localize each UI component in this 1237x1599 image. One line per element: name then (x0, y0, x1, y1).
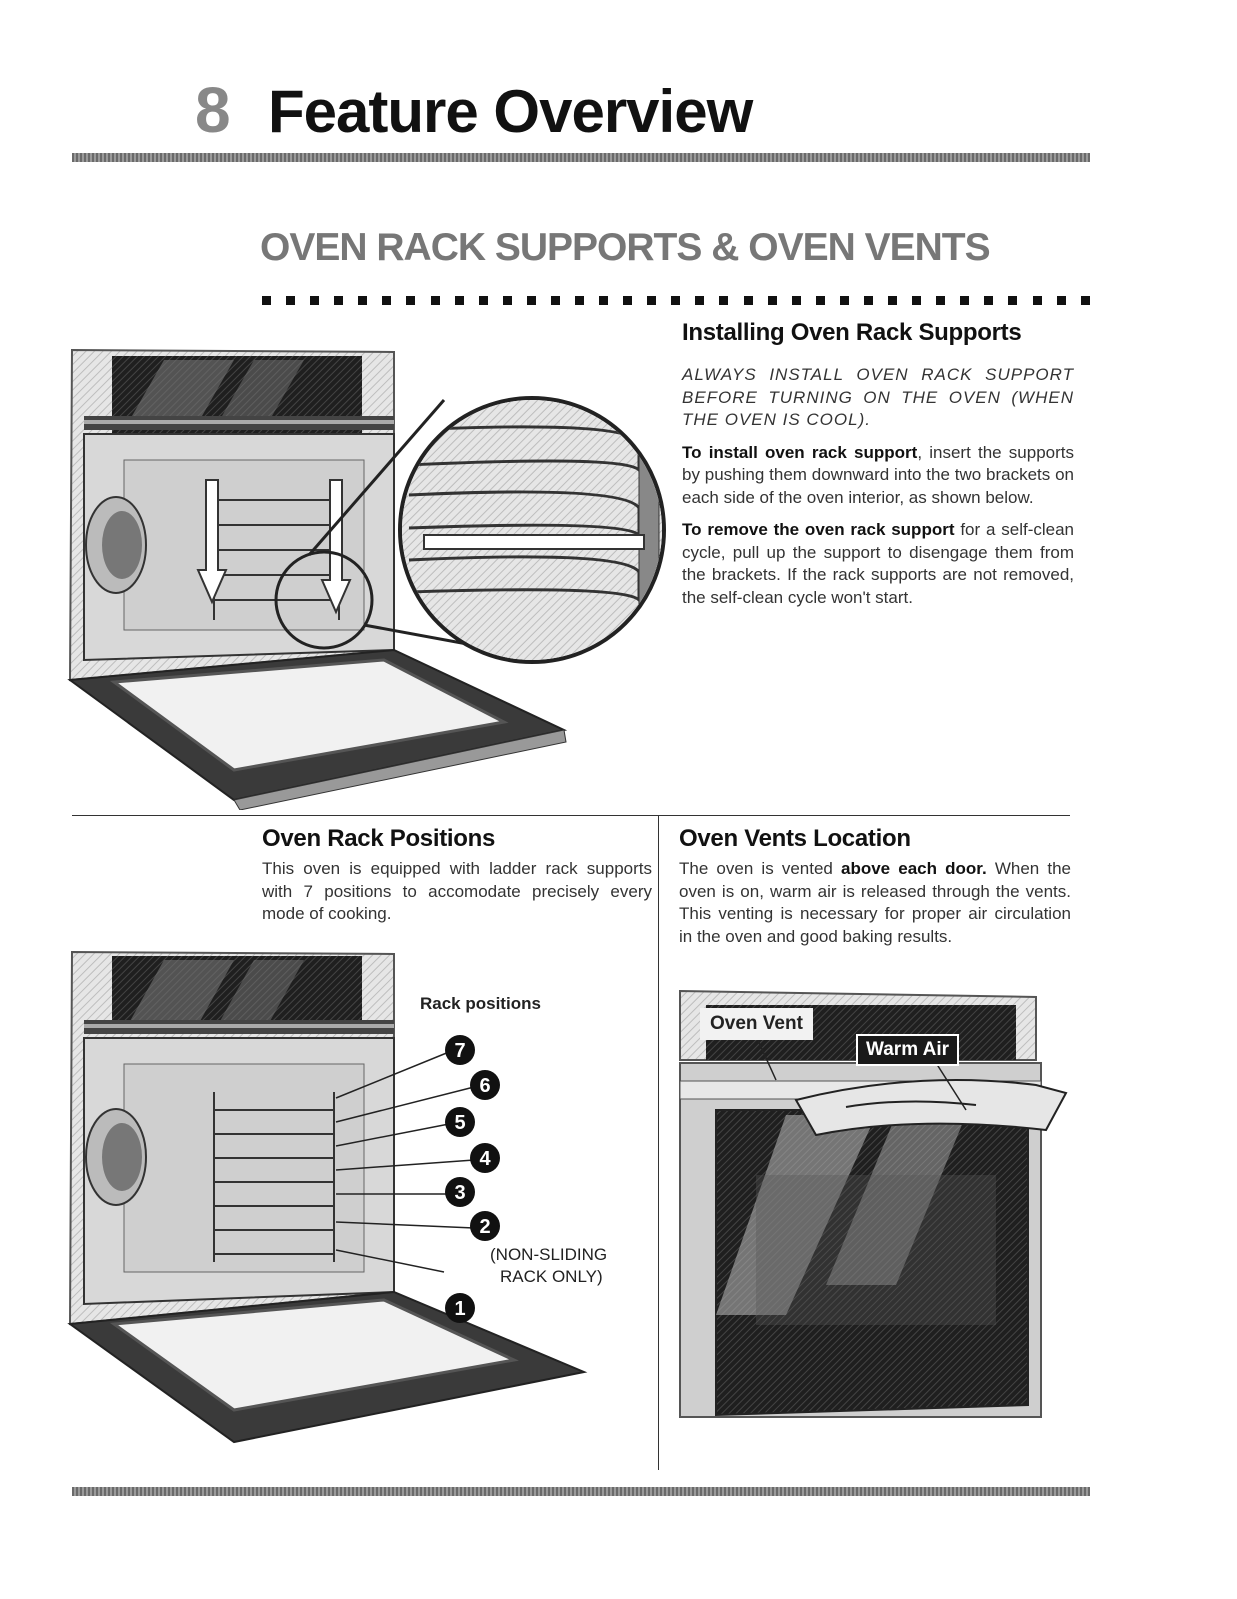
rack-position-number-7: 7 (454, 1040, 465, 1062)
warm-air-label: Warm Air (856, 1034, 960, 1066)
vents-text-b: When the oven is on, warm air is release… (679, 859, 1071, 946)
column-divider (658, 815, 659, 1470)
section-title: OVEN RACK SUPPORTS & OVEN VENTS (260, 226, 991, 269)
vents-text-bold: above each door. (841, 859, 987, 878)
vents-text-a: The oven is vented (679, 859, 841, 878)
install-paragraph: To install oven rack support, insert the… (682, 442, 1074, 510)
install-bold: To install oven rack support (682, 442, 918, 462)
rack-position-badge-4 (470, 1143, 500, 1173)
rack-position-number-2: 2 (479, 1216, 490, 1238)
non-sliding-line1: (NON-SLIDING (490, 1245, 608, 1264)
rack-position-badge-1 (445, 1293, 475, 1323)
rack-positions-heading: Oven Rack Positions (262, 825, 496, 852)
mid-rule (72, 815, 1070, 816)
non-sliding-note: (NON-SLIDING RACK ONLY) (490, 1244, 607, 1288)
rack-positions-body: This oven is equipped with ladder rack s… (262, 859, 652, 923)
non-sliding-line2: RACK ONLY) (500, 1267, 603, 1286)
remove-paragraph: To remove the oven rack support for a se… (682, 519, 1074, 609)
rack-position-number-1: 1 (454, 1298, 465, 1320)
oven-rack-support-figure (64, 330, 674, 810)
rack-positions-figure (64, 932, 644, 1452)
rack-position-badge-5 (445, 1107, 475, 1137)
rack-position-number-4: 4 (479, 1148, 491, 1170)
install-text: , insert the supports by pushing them do… (682, 442, 1074, 507)
rack-position-number-3: 3 (454, 1182, 465, 1204)
dot-divider (262, 296, 1090, 306)
installing-heading: Installing Oven Rack Supports (682, 319, 1022, 346)
rack-positions-label: Rack positions (420, 994, 541, 1013)
remove-text: for a self-clean cycle, pull up the supp… (682, 520, 1074, 607)
rack-position-badge-6 (470, 1070, 500, 1100)
footer-rule (72, 1487, 1090, 1496)
rack-position-badge-7 (445, 1035, 475, 1065)
header-rule (72, 153, 1090, 162)
page-title: Feature Overview (268, 78, 753, 145)
rack-position-number-5: 5 (454, 1112, 465, 1134)
vents-heading: Oven Vents Location (679, 825, 911, 852)
rack-position-badge-3 (445, 1177, 475, 1207)
installing-body: ALWAYS INSTALL OVEN RACK SUPPORT BEFORE … (682, 364, 1074, 619)
installing-warning: ALWAYS INSTALL OVEN RACK SUPPORT BEFORE … (682, 365, 1074, 429)
rack-position-number-6: 6 (479, 1075, 490, 1097)
oven-vent-label: Oven Vent (700, 1008, 813, 1040)
vents-body: The oven is vented above each door. When… (679, 858, 1071, 948)
remove-bold: To remove the oven rack support (682, 520, 955, 539)
oven-vent-figure (676, 985, 1076, 1425)
rack-position-badge-2 (470, 1211, 500, 1241)
page-number: 8 (195, 74, 231, 146)
